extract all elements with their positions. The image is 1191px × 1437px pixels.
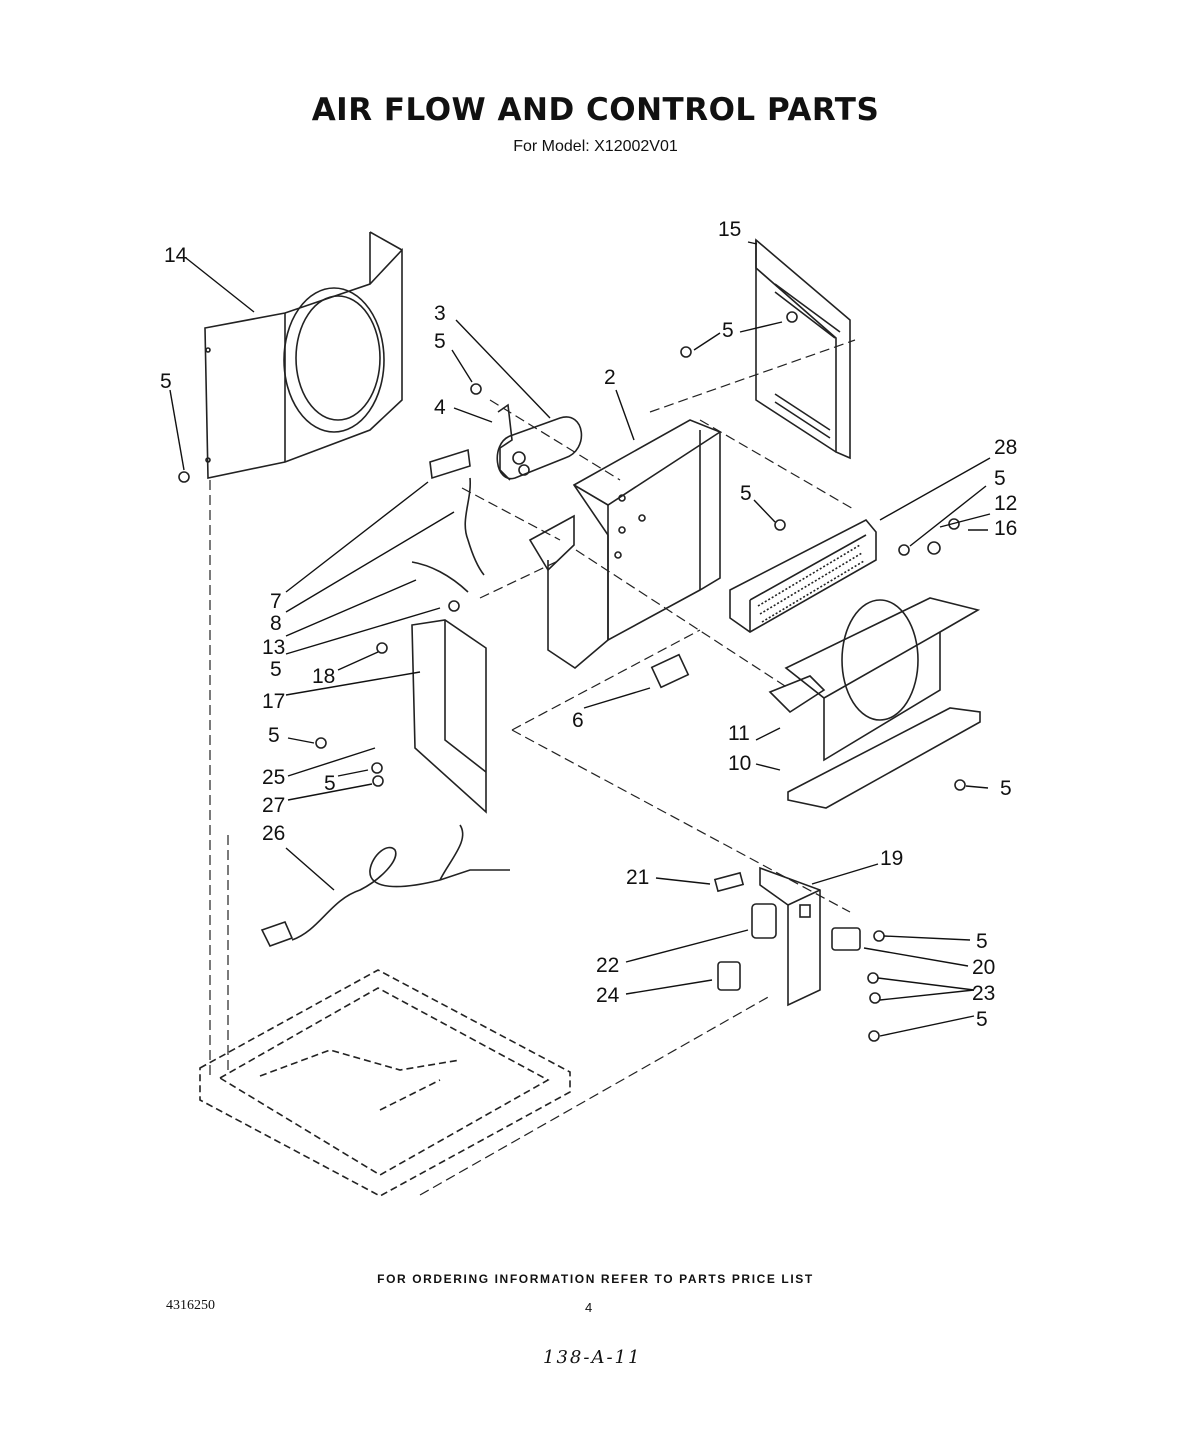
- label-25: 25: [262, 766, 285, 789]
- label-15: 15: [718, 218, 741, 241]
- label-7: 7: [270, 590, 282, 613]
- label-5g: 5: [268, 724, 280, 747]
- switch-bracket-part: [759, 866, 821, 1007]
- label-11: 11: [728, 722, 750, 745]
- label-5e: 5: [160, 370, 172, 393]
- ordering-note: FOR ORDERING INFORMATION REFER TO PARTS …: [377, 1272, 814, 1286]
- page-number: 4: [585, 1300, 593, 1315]
- label-3: 3: [434, 302, 446, 325]
- mounting-bracket-part: [755, 238, 851, 460]
- wire-bracket-part: [411, 619, 487, 814]
- label-24: 24: [596, 984, 620, 1007]
- label-5c: 5: [740, 482, 752, 505]
- capacitor-part: [496, 416, 583, 480]
- capacitor-strap-part: [497, 403, 513, 481]
- thermostat-part: [831, 927, 861, 951]
- switch-clip-part: [713, 871, 745, 893]
- model-subtitle: For Model: X12002V01: [513, 138, 678, 155]
- handwritten-note: 138-A-11: [543, 1347, 642, 1368]
- front-panel-part: [204, 231, 403, 479]
- label-16: 16: [994, 517, 1017, 540]
- control-box-part: [528, 419, 721, 670]
- page-title: AIR FLOW AND CONTROL PARTS: [311, 92, 880, 128]
- harness-part: [411, 561, 469, 593]
- sensor-tube-part: [464, 477, 485, 576]
- label-2: 2: [604, 366, 616, 389]
- selector-switch-part: [717, 961, 741, 991]
- label-26: 26: [262, 822, 285, 845]
- power-cord-part: [260, 824, 510, 947]
- screw-glyphs: [178, 311, 966, 1042]
- blower-housing-part: [768, 597, 981, 809]
- label-19: 19: [880, 847, 903, 870]
- label-23: 23: [972, 982, 995, 1005]
- label-28: 28: [994, 436, 1017, 459]
- label-18: 18: [312, 665, 335, 688]
- label-21: 21: [626, 866, 649, 889]
- label-12: 12: [994, 492, 1017, 515]
- label-5b: 5: [722, 319, 734, 342]
- document-number: 4316250: [166, 1298, 215, 1313]
- louver-grille-part: [729, 518, 877, 633]
- clip-part: [429, 448, 471, 480]
- label-5i: 5: [324, 772, 336, 795]
- filter-mesh-part: [650, 653, 690, 689]
- rotary-switch-part: [751, 903, 777, 939]
- label-17: 17: [262, 690, 285, 713]
- label-27: 27: [262, 794, 285, 817]
- label-5j: 5: [976, 930, 988, 953]
- label-4: 4: [434, 396, 446, 419]
- label-5d: 5: [994, 467, 1006, 490]
- label-8: 8: [270, 612, 282, 635]
- label-5k: 5: [976, 1008, 988, 1031]
- label-14: 14: [164, 244, 188, 267]
- label-5f: 5: [270, 658, 282, 681]
- label-10: 10: [728, 752, 751, 775]
- label-22: 22: [596, 954, 619, 977]
- base-pan-part: [199, 969, 571, 1197]
- label-20: 20: [972, 956, 995, 979]
- label-6: 6: [572, 709, 584, 732]
- label-5a: 5: [434, 330, 446, 353]
- label-13: 13: [262, 636, 285, 659]
- label-5h: 5: [1000, 777, 1012, 800]
